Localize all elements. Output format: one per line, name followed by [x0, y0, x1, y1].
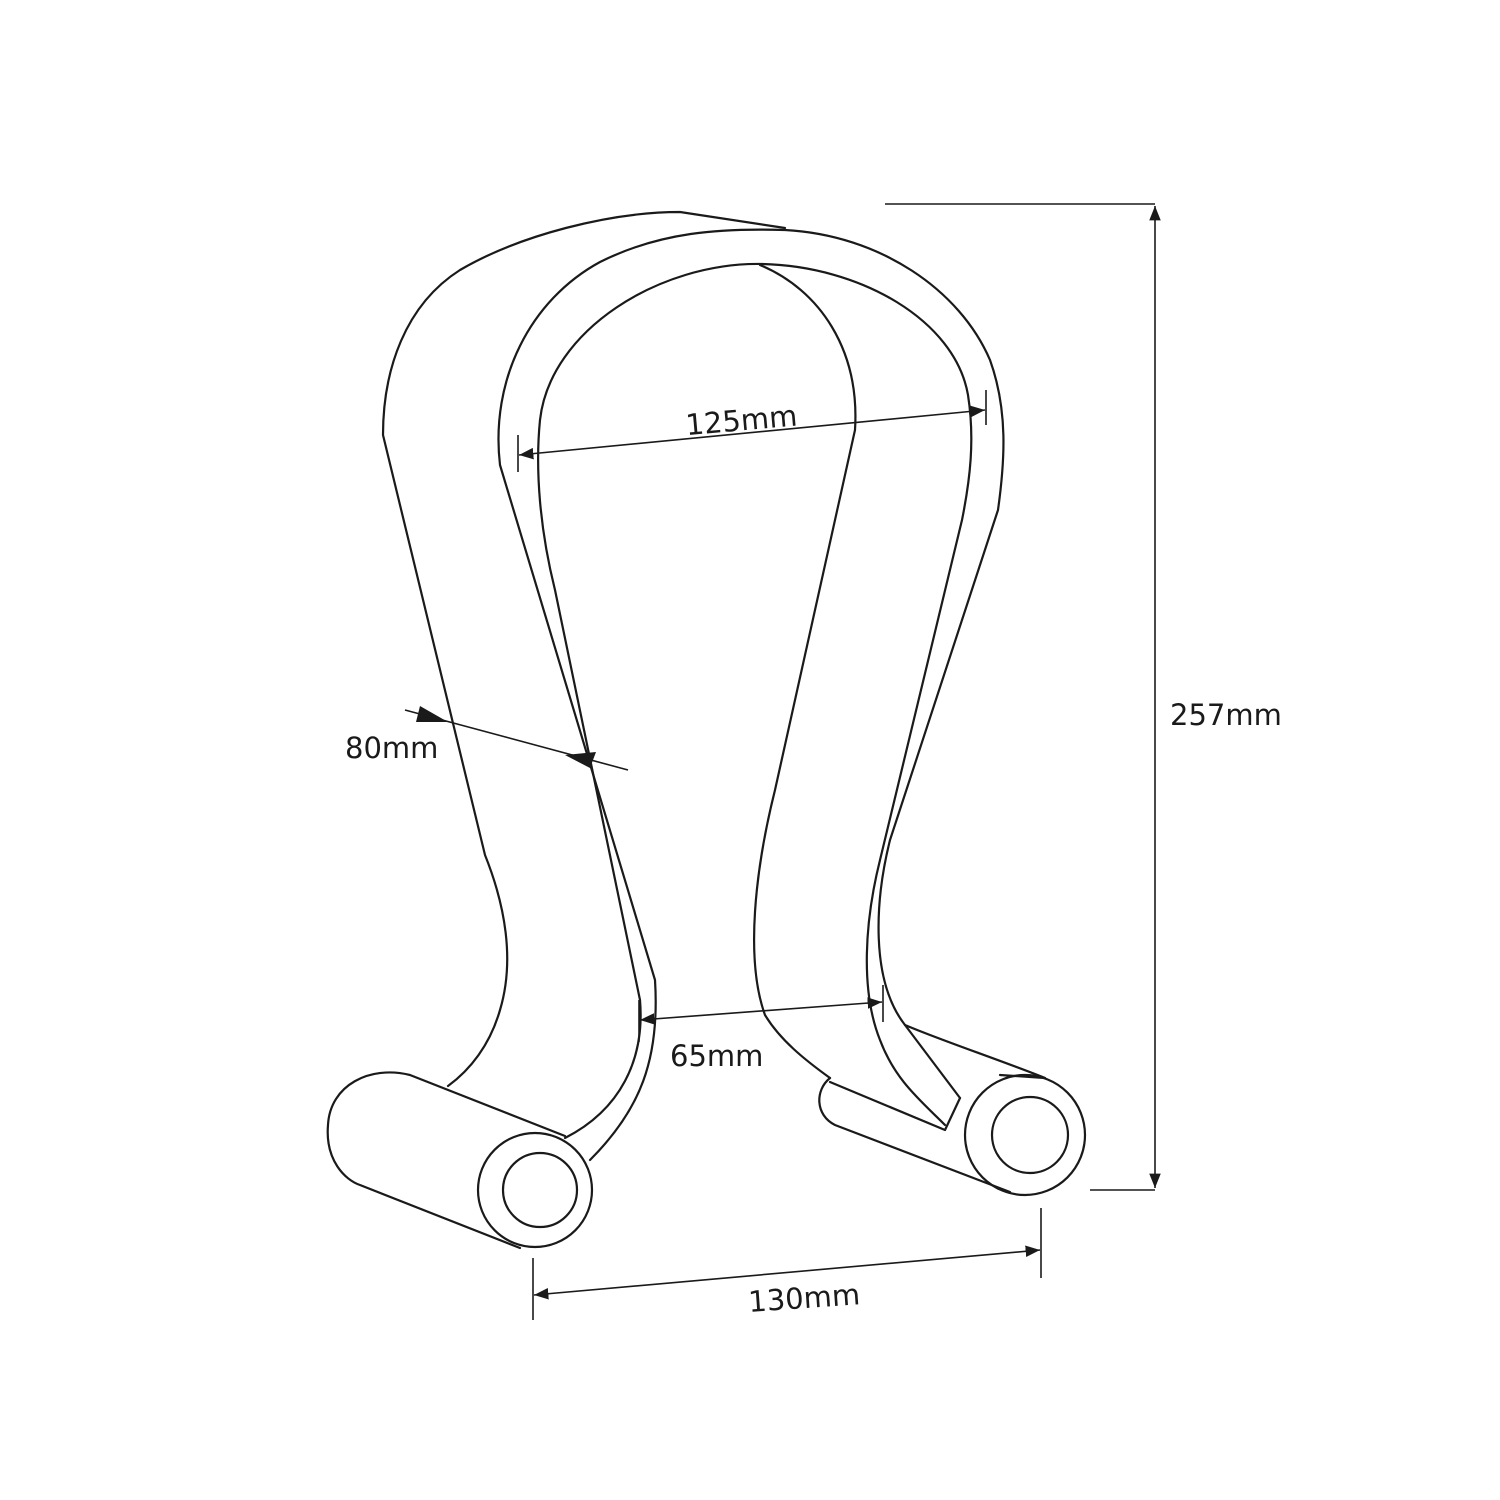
right-cylinder-end: [963, 1073, 1087, 1197]
right-cylinder-bore: [990, 1095, 1070, 1175]
top-width-label: 125mm: [684, 399, 798, 443]
depth-label: 80mm: [345, 731, 438, 765]
height-label: 257mm: [1170, 698, 1282, 732]
back-panel-outline: [381, 210, 787, 1088]
front-ring-outer: [497, 228, 1005, 1162]
right-cylinder-body: [818, 1073, 1047, 1194]
top-width-dimension-line: [518, 405, 986, 460]
back-panel-inner-edge: [753, 263, 857, 1080]
left-cylinder-body: [326, 1071, 567, 1250]
base-width-label: 130mm: [747, 1277, 861, 1319]
bottom-width-dimension-line: [639, 997, 883, 1025]
front-ring-inner: [537, 262, 973, 1140]
left-cylinder-end: [476, 1131, 594, 1249]
base-width-dimension-line: [533, 1245, 1041, 1300]
right-cylinder-top: [828, 1080, 962, 1132]
bottom-width-label: 65mm: [670, 1039, 763, 1073]
front-ring-foot-edge: [903, 1023, 1047, 1080]
left-cylinder-bore: [501, 1151, 579, 1229]
